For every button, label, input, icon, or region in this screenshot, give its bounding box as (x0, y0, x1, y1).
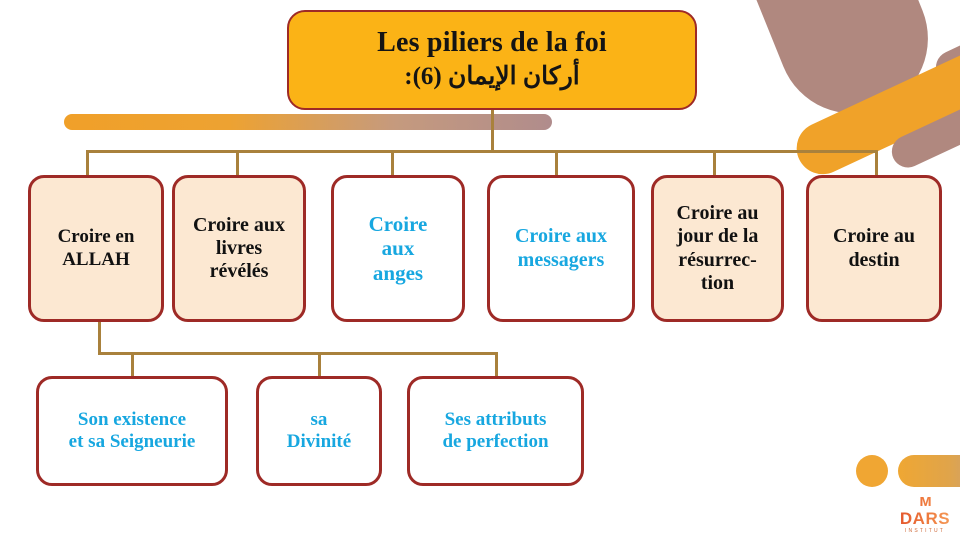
connector-title-to-bus (491, 108, 494, 152)
pillar-label-1: Croire en ALLAH (57, 226, 135, 270)
pillar-box-5[interactable]: Croire au jour de la résurrec- tion (651, 175, 784, 322)
decor-orange-circle (856, 455, 888, 487)
connector-to-pillar-2 (236, 150, 239, 178)
page-title-arabic: أركان الإيمان (6): (404, 63, 580, 90)
connector-level2-bus (98, 352, 498, 355)
sub-pillar-box-3[interactable]: Ses attributs de perfection (407, 376, 584, 486)
connector-to-pillar-3 (391, 150, 394, 178)
pillar-label-4: Croire aux messagers (514, 225, 608, 271)
pillar-box-2[interactable]: Croire aux livres révélés (172, 175, 306, 322)
page-title: Les piliers de la foi أركان الإيمان (6): (287, 10, 697, 110)
pillar-label-6: Croire au destin (832, 225, 916, 271)
sub-pillar-box-2[interactable]: sa Divinité (256, 376, 382, 486)
page-title-french: Les piliers de la foi (377, 27, 607, 58)
connector-pillar1-down (98, 322, 101, 352)
pillar-label-3: Croire aux anges (368, 211, 428, 285)
logo-wordmark: DARS (893, 510, 957, 527)
pillar-box-4[interactable]: Croire aux messagers (487, 175, 635, 322)
connector-to-pillar-1 (86, 150, 89, 178)
sub-pillar-label-3: Ses attributs de perfection (442, 408, 549, 452)
pillar-box-3[interactable]: Croire aux anges (331, 175, 465, 322)
connector-to-sub-3 (495, 352, 498, 376)
connector-to-pillar-4 (555, 150, 558, 178)
sub-pillar-label-1: Son existence et sa Seigneurie (68, 408, 196, 452)
connector-to-pillar-6 (875, 150, 878, 178)
sub-pillar-box-1[interactable]: Son existence et sa Seigneurie (36, 376, 228, 486)
decor-title-underline-bar (64, 114, 552, 130)
sub-pillar-label-2: sa Divinité (286, 408, 352, 452)
connector-to-pillar-5 (713, 150, 716, 178)
logo-mark-icon: ᴍ (893, 492, 957, 510)
pillar-box-6[interactable]: Croire au destin (806, 175, 942, 322)
logo-subtitle: INSTITUT (904, 528, 946, 534)
pillar-label-5: Croire au jour de la résurrec- tion (676, 202, 759, 294)
pillar-label-2: Croire aux livres révélés (192, 213, 286, 283)
connector-to-sub-1 (131, 352, 134, 376)
connector-level1-bus (86, 150, 878, 153)
connector-to-sub-2 (318, 352, 321, 376)
decor-orange-pill (898, 455, 960, 487)
dars-institut-logo: ᴍ DARS INSTITUT (893, 492, 957, 536)
pillar-box-1[interactable]: Croire en ALLAH (28, 175, 164, 322)
